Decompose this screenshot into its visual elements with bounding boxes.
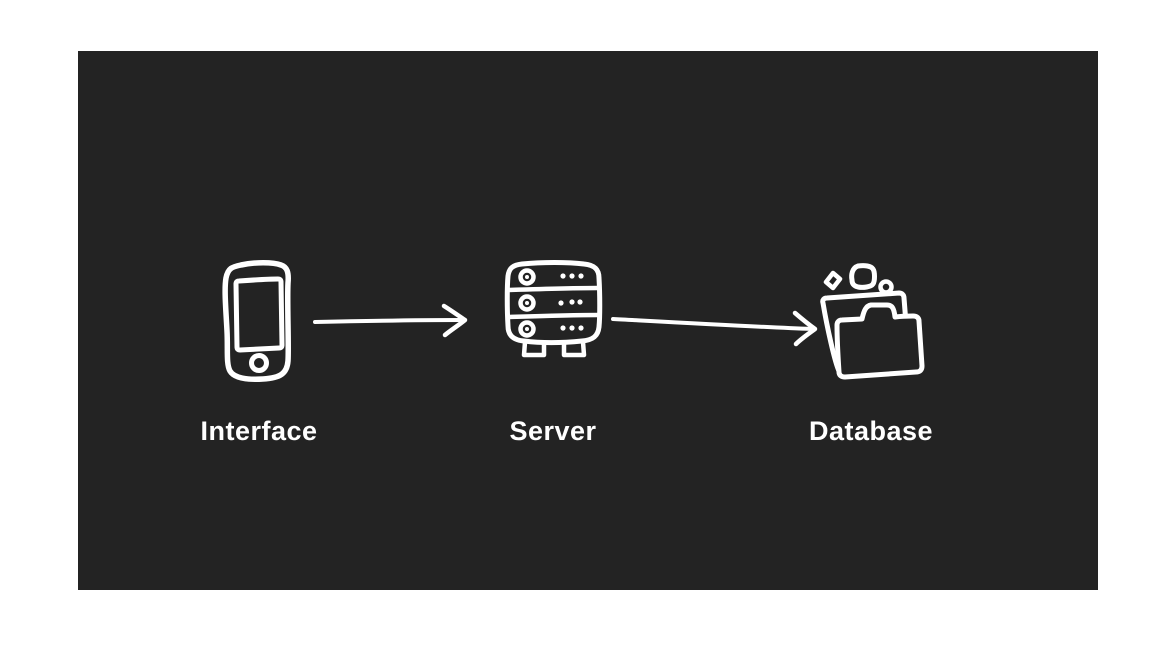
node-label-server: Server (509, 416, 597, 446)
open-folder-icon (820, 263, 925, 380)
node-database: Database (761, 257, 981, 457)
node-interface: Interface (149, 257, 369, 457)
arrow-server-to-database (611, 310, 818, 347)
diagram-canvas: Interface Server (78, 51, 1098, 590)
node-label-interface: Interface (200, 416, 318, 446)
smartphone-icon (222, 260, 292, 382)
node-label-database: Database (808, 416, 934, 446)
arrow-interface-to-server (313, 303, 468, 338)
node-server: Server (443, 257, 663, 457)
server-rack-icon (504, 260, 603, 358)
